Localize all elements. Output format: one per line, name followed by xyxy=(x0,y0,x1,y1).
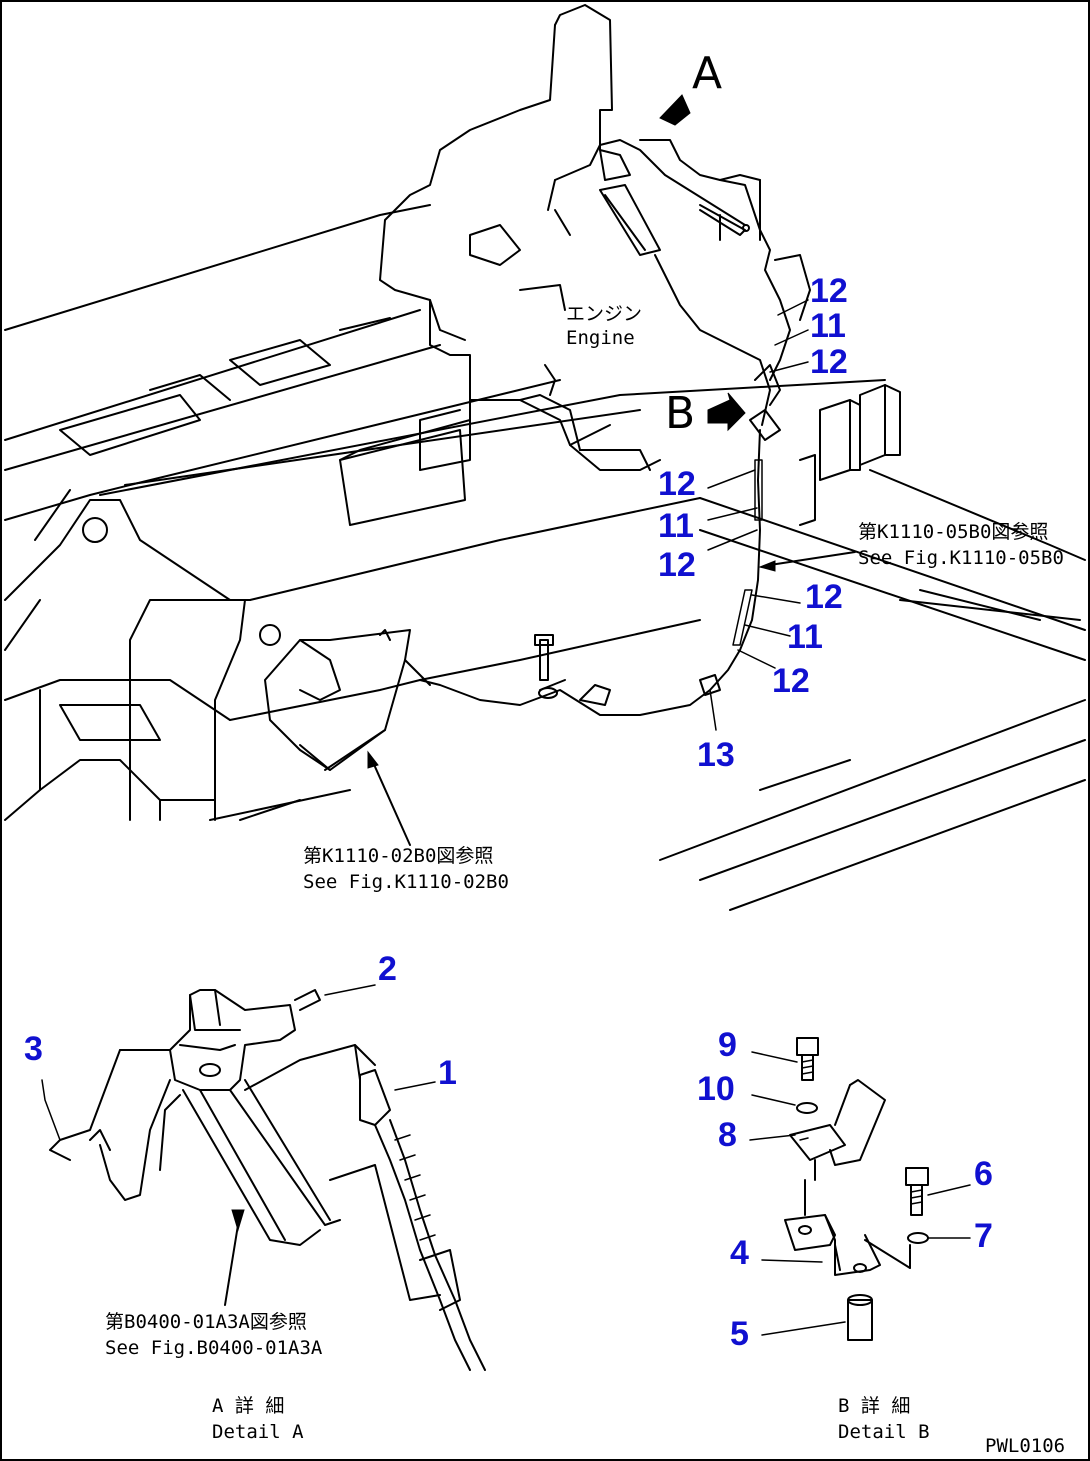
part-num-7: 7 xyxy=(974,1217,993,1255)
ref-0580-leader xyxy=(769,551,856,566)
ref-note-01a3a-en: See Fig.B0400-01A3A xyxy=(105,1337,323,1359)
detail-b-drawing xyxy=(784,1037,929,1341)
ref-note-0280-en: See Fig.K1110-02B0 xyxy=(303,871,509,893)
part-num-10: 10 xyxy=(697,1070,735,1108)
part-num-1: 1 xyxy=(438,1054,457,1092)
battery-boxes xyxy=(799,384,901,526)
detail-a-title-en: Detail A xyxy=(212,1421,304,1443)
leader-lines-detail-a xyxy=(41,984,436,1141)
lever-assembly xyxy=(547,139,750,256)
arrow-a-pointer xyxy=(659,94,691,126)
part-num-12: 12 xyxy=(805,578,843,616)
part-num-12: 12 xyxy=(772,662,810,700)
part-num-6: 6 xyxy=(974,1155,993,1193)
detail-a-drawing xyxy=(49,989,486,1371)
part-num-12: 12 xyxy=(810,272,848,310)
accelerator-cable xyxy=(419,254,781,716)
pedal-bracket xyxy=(264,629,431,771)
part-num-13: 13 xyxy=(697,736,735,774)
engine-label-jp: エンジン xyxy=(566,303,642,325)
engine-label-en: Engine xyxy=(566,327,635,349)
part-num-8: 8 xyxy=(718,1116,737,1154)
part-num-11: 11 xyxy=(658,507,694,545)
callout-a: A xyxy=(692,48,722,99)
part-num-11: 11 xyxy=(810,307,846,345)
detail-b-title-en: Detail B xyxy=(838,1421,930,1443)
part-num-2: 2 xyxy=(378,950,397,988)
arrow-b-pointer xyxy=(707,392,746,432)
engine-block xyxy=(339,4,811,526)
chassis-frame xyxy=(4,204,1086,911)
ref-note-01a3a-jp: 第B0400-01A3A図参照 xyxy=(105,1311,307,1333)
leader-lines-detail-b xyxy=(749,1051,971,1336)
part-num-5: 5 xyxy=(730,1315,749,1353)
ref-0280-leader xyxy=(371,759,411,846)
detail-a-ref-arrow xyxy=(231,1209,245,1232)
callout-b: B xyxy=(665,388,695,439)
part-num-3: 3 xyxy=(24,1030,43,1068)
part-num-12: 12 xyxy=(658,465,696,503)
detail-a-title-jp: A 詳 細 xyxy=(212,1395,284,1417)
part-num-11: 11 xyxy=(787,618,823,656)
part-num-4: 4 xyxy=(730,1234,749,1272)
ref-note-0280-jp: 第K1110-02B0図参照 xyxy=(303,845,493,867)
part-num-12: 12 xyxy=(810,343,848,381)
leader-lines-main xyxy=(707,299,809,731)
detail-b-title-jp: B 詳 細 xyxy=(838,1395,910,1417)
ref-note-0580-jp: 第K1110-05B0図参照 xyxy=(858,521,1048,543)
ref-note-0580-en: See Fig.K1110-05B0 xyxy=(858,547,1064,569)
drawing-code: PWL0106 xyxy=(985,1435,1065,1457)
part-num-12: 12 xyxy=(658,546,696,584)
part-num-9: 9 xyxy=(718,1026,737,1064)
